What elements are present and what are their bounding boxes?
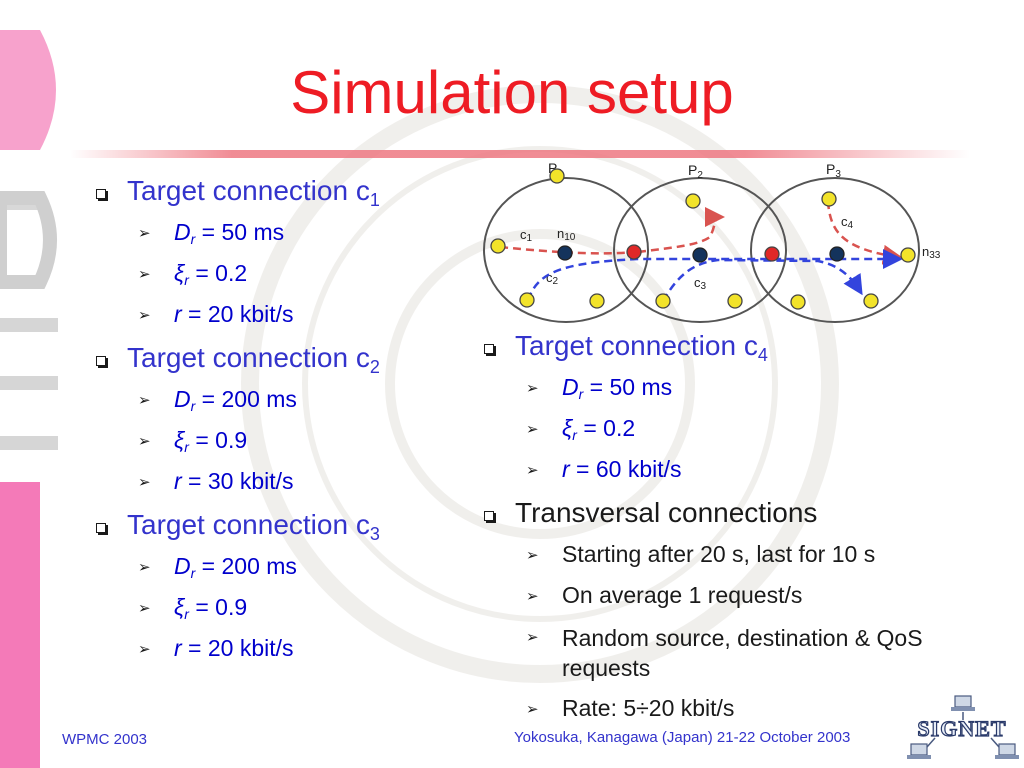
laptop-icon (910, 743, 928, 756)
arrow-bullet-icon: ➢ (526, 588, 539, 605)
bridge-node (764, 246, 780, 262)
label-c2: c2 (546, 270, 559, 287)
arrow-bullet-icon: ➢ (138, 641, 151, 658)
slave-node (790, 294, 806, 310)
label-n33: n33 (922, 244, 941, 261)
heading-text: Transversal connections (515, 497, 818, 528)
connection-c2-path (526, 249, 903, 301)
param-delay: ➢ Dr = 50 ms (526, 374, 673, 402)
label-c3: c3 (694, 275, 707, 292)
slide-title: Simulation setup (290, 59, 734, 126)
scatternet-diagram: P1 P2 P3 c1 c2 c3 c4 n10 n33 (483, 160, 941, 323)
square-bullet-icon (484, 344, 494, 354)
param-xi: ➢ ξr = 0.9 (138, 594, 248, 622)
bullet-target-connection-c4: Target connection c4 (480, 330, 1020, 374)
connection-c3-path (661, 258, 863, 302)
param-xi: ➢ ξr = 0.2 (526, 415, 636, 443)
seal-watermark (241, 85, 839, 683)
label-c1: c1 (520, 227, 533, 244)
heading-text: Target connection c4 (515, 330, 768, 365)
param-rate: ➢ r = 30 kbit/s (138, 468, 294, 494)
footer-conference: WPMC 2003 (62, 731, 148, 748)
transversal-item: ➢ Rate: 5÷20 kbit/s (526, 695, 735, 721)
arrow-bullet-icon: ➢ (138, 307, 151, 324)
piconet-p1-circle (483, 177, 649, 323)
laptop-icon (998, 743, 1016, 756)
bridge-node (626, 244, 642, 260)
slave-node (549, 168, 565, 184)
param-delay: ➢ Dr = 200 ms (138, 553, 297, 581)
connection-c4-path (826, 200, 903, 265)
slave-node-n33 (900, 247, 916, 263)
laptop-icon (954, 695, 972, 708)
slave-node (519, 292, 535, 308)
param-rate: ➢ r = 20 kbit/s (138, 301, 294, 327)
label-c4: c4 (841, 214, 854, 231)
arrow-bullet-icon: ➢ (526, 380, 539, 397)
connection-c1-path (499, 245, 634, 255)
transversal-item: ➢ Starting after 20 s, last for 10 s (526, 541, 876, 567)
heading-text: Target connection c1 (127, 175, 380, 210)
param-rate: ➢ r = 20 kbit/s (138, 635, 294, 661)
param-delay: ➢ Dr = 200 ms (138, 386, 297, 414)
transversal-item: ➢ On average 1 request/s (526, 582, 803, 608)
arrow-bullet-icon: ➢ (526, 421, 539, 438)
slave-node (589, 293, 605, 309)
signet-logo: SIGNET (907, 695, 1019, 759)
right-bullet-column: Target connection c4 ➢ Dr = 50 ms ➢ ξr =… (480, 330, 1020, 736)
label-p2: P2 (688, 162, 703, 181)
bullet-transversal-connections: Transversal connections (480, 497, 1020, 541)
param-xi: ➢ ξr = 0.9 (138, 427, 248, 455)
bullet-target-connection-c2: Target connection c2 (92, 342, 472, 386)
param-rate: ➢ r = 60 kbit/s (526, 456, 682, 482)
arrow-bullet-icon: ➢ (138, 266, 151, 283)
diagram-nodes (490, 168, 916, 310)
arrow-bullet-icon: ➢ (526, 462, 539, 479)
param-delay: ➢ Dr = 50 ms (138, 219, 285, 247)
slave-node (490, 238, 506, 254)
arrow-bullet-icon: ➢ (138, 433, 151, 450)
slave-node (685, 193, 701, 209)
master-node-n10 (557, 245, 573, 261)
logo-text: SIGNET (917, 716, 1006, 741)
piconet-p2-circle (613, 177, 787, 323)
square-bullet-icon (484, 511, 494, 521)
piconet-p3-circle (750, 177, 920, 323)
heading-text: Target connection c3 (127, 509, 380, 544)
arrow-bullet-icon: ➢ (138, 474, 151, 491)
arrow-bullet-icon: ➢ (526, 629, 539, 646)
label-n10: n10 (557, 226, 576, 243)
bullet-target-connection-c3: Target connection c3 (92, 509, 472, 553)
left-decorative-strip (0, 30, 58, 768)
heading-text: Target connection c2 (127, 342, 380, 377)
bullet-target-connection-c1: Target connection c1 (92, 175, 472, 219)
arrow-bullet-icon: ➢ (526, 701, 539, 718)
arrow-bullet-icon: ➢ (526, 547, 539, 564)
arrow-bullet-icon: ➢ (138, 392, 151, 409)
label-p3: P3 (826, 161, 841, 180)
slave-node (821, 191, 837, 207)
transversal-item: ➢ Random source, destination & QoS reque… (526, 625, 923, 681)
title-divider (70, 150, 970, 158)
square-bullet-icon (96, 189, 106, 199)
master-node (692, 247, 708, 263)
arrow-bullet-icon: ➢ (138, 559, 151, 576)
square-bullet-icon (96, 523, 106, 533)
left-bullet-column: Target connection c1 ➢ Dr = 50 ms ➢ ξr =… (92, 175, 472, 676)
square-bullet-icon (96, 356, 106, 366)
arrow-bullet-icon: ➢ (138, 600, 151, 617)
connection-c1-branch (637, 207, 725, 254)
slave-node (655, 293, 671, 309)
slave-node (863, 293, 879, 309)
master-node (829, 246, 845, 262)
arrow-bullet-icon: ➢ (138, 225, 151, 242)
param-xi: ➢ ξr = 0.2 (138, 260, 248, 288)
slave-node (727, 293, 743, 309)
footer-location-date: Yokosuka, Kanagawa (Japan) 21-22 October… (514, 729, 851, 746)
